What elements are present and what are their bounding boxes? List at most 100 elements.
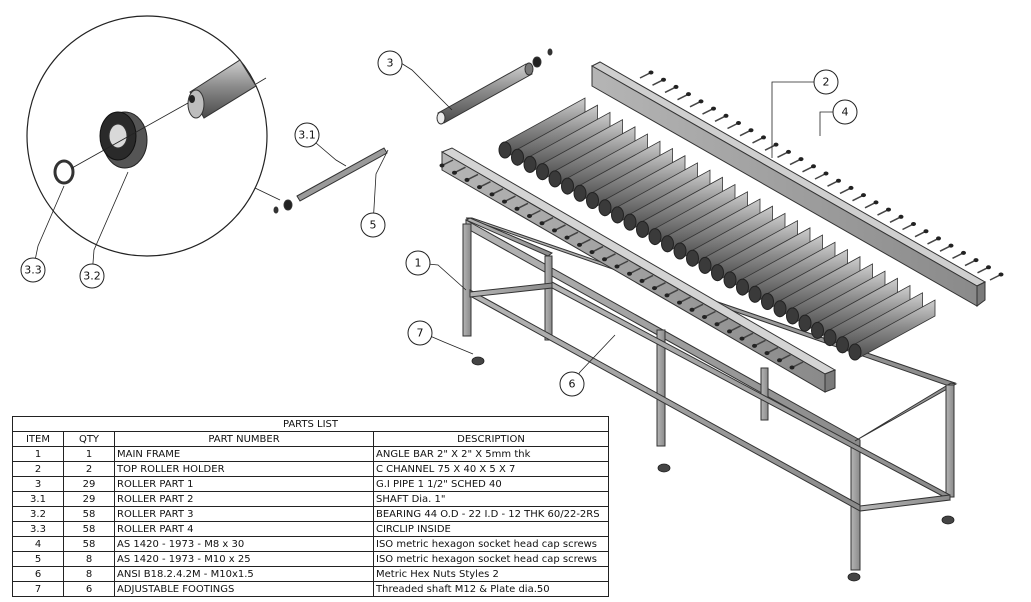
screw <box>727 121 741 130</box>
cell-qty: 8 <box>63 551 115 567</box>
roller <box>848 299 936 361</box>
table-row: 3.1 29 ROLLER PART 2 SHAFT Dia. 1" <box>12 491 609 507</box>
cell-description: Threaded shaft M12 & Plate dia.50 <box>373 581 609 597</box>
screw <box>652 77 666 86</box>
screw <box>827 178 841 187</box>
screw <box>727 325 741 334</box>
screw <box>764 142 779 151</box>
balloon-3: 3 <box>377 50 403 76</box>
screw <box>589 245 604 255</box>
header-part-number: PART NUMBER <box>114 431 374 447</box>
screw <box>527 209 541 218</box>
cell-part-number: ROLLER PART 1 <box>114 476 374 492</box>
cell-item: 7 <box>12 581 64 597</box>
parts-list-title-row: PARTS LIST <box>12 416 609 432</box>
screw <box>739 128 754 137</box>
table-row: 2 2 TOP ROLLER HOLDER C CHANNEL 75 X 40 … <box>12 461 609 477</box>
cell-qty: 29 <box>63 476 115 492</box>
balloon-1-label: 1 <box>415 257 422 270</box>
screw <box>702 106 716 115</box>
screw <box>852 193 866 202</box>
screw <box>789 361 804 370</box>
parts-list-header-row: ITEM QTY PART NUMBER DESCRIPTION <box>12 431 609 447</box>
table-row: 3 29 ROLLER PART 1 G.I PIPE 1 1/2" SCHED… <box>12 476 609 492</box>
screw <box>677 296 691 305</box>
cell-part-number: ANSI B18.2.4.2M - M10x1.5 <box>114 566 374 582</box>
screw <box>777 354 791 363</box>
balloon-7-label: 7 <box>417 327 424 340</box>
table-row: 3.2 58 ROLLER PART 3 BEARING 44 O.D - 22… <box>12 506 609 522</box>
screw <box>614 260 629 269</box>
table-row: 1 1 MAIN FRAME ANGLE BAR 2" X 2" X 5mm t… <box>12 446 609 462</box>
detail-connector <box>254 187 281 201</box>
roller <box>773 256 861 318</box>
screw <box>552 224 566 233</box>
balloon-3-2: 3.2 <box>79 263 105 289</box>
screw <box>689 99 704 108</box>
screw <box>939 243 954 252</box>
screw <box>602 253 616 262</box>
screw <box>864 200 879 209</box>
balloon-1: 1 <box>405 250 431 276</box>
header-description: DESCRIPTION <box>373 431 609 447</box>
cell-description: G.I PIPE 1 1/2" SCHED 40 <box>373 476 609 492</box>
screw <box>739 332 754 341</box>
parts-list-title: PARTS LIST <box>12 416 609 432</box>
cell-part-number: ROLLER PART 4 <box>114 521 374 537</box>
cell-item: 3.3 <box>12 521 64 537</box>
balloon-3-3-label: 3.3 <box>24 264 42 277</box>
balloon-5-label: 5 <box>370 219 377 232</box>
cap-screws <box>439 70 1004 370</box>
roller <box>811 277 898 340</box>
cell-item: 2 <box>12 461 64 477</box>
detail-view <box>26 15 268 257</box>
balloon-3-3: 3.3 <box>20 257 46 283</box>
table-row: 3.3 58 ROLLER PART 4 CIRCLIP INSIDE <box>12 521 609 537</box>
screw <box>927 236 941 245</box>
screw <box>752 339 766 348</box>
cell-part-number: ADJUSTABLE FOOTINGS <box>114 581 374 597</box>
roller <box>498 97 586 159</box>
cell-item: 3 <box>12 476 64 492</box>
roller <box>786 263 873 325</box>
header-item: ITEM <box>12 431 64 447</box>
screw <box>564 231 579 240</box>
cell-part-number: MAIN FRAME <box>114 446 374 462</box>
screw <box>952 250 966 260</box>
screw <box>639 70 654 79</box>
screw <box>889 214 904 223</box>
roller-row <box>498 97 936 361</box>
screw <box>789 157 804 166</box>
cell-description: SHAFT Dia. 1" <box>373 491 609 507</box>
screw <box>989 272 1004 281</box>
cell-description: C CHANNEL 75 X 40 X 5 X 7 <box>373 461 609 477</box>
balloon-2-label: 2 <box>823 76 830 89</box>
cell-qty: 29 <box>63 491 115 507</box>
adjustable-footings <box>471 356 955 582</box>
screw <box>439 159 454 168</box>
cell-part-number: AS 1420 - 1973 - M8 x 30 <box>114 536 374 552</box>
roller <box>648 183 736 246</box>
parts-list-table: PARTS LIST ITEM QTY PART NUMBER DESCRIPT… <box>12 416 609 597</box>
cell-item: 1 <box>12 446 64 462</box>
balloon-4-label: 4 <box>842 106 849 119</box>
screw <box>764 346 779 356</box>
cell-part-number: ROLLER PART 3 <box>114 506 374 522</box>
cell-qty: 58 <box>63 506 115 522</box>
balloon-3-2-label: 3.2 <box>83 270 101 283</box>
screw <box>802 164 816 173</box>
table-row: 5 8 AS 1420 - 1973 - M10 x 25 ISO metric… <box>12 551 609 567</box>
screw <box>477 180 491 190</box>
balloon-6-label: 6 <box>569 378 576 391</box>
screw <box>977 265 991 274</box>
cell-part-number: ROLLER PART 2 <box>114 491 374 507</box>
cell-qty: 58 <box>63 521 115 537</box>
screw <box>639 274 654 283</box>
cell-qty: 1 <box>63 446 115 462</box>
header-qty: QTY <box>63 431 115 447</box>
cell-item: 4 <box>12 536 64 552</box>
screw <box>752 135 766 144</box>
cell-item: 5 <box>12 551 64 567</box>
table-row: 7 6 ADJUSTABLE FOOTINGS Threaded shaft M… <box>12 581 609 597</box>
exploded-roller <box>273 48 553 214</box>
